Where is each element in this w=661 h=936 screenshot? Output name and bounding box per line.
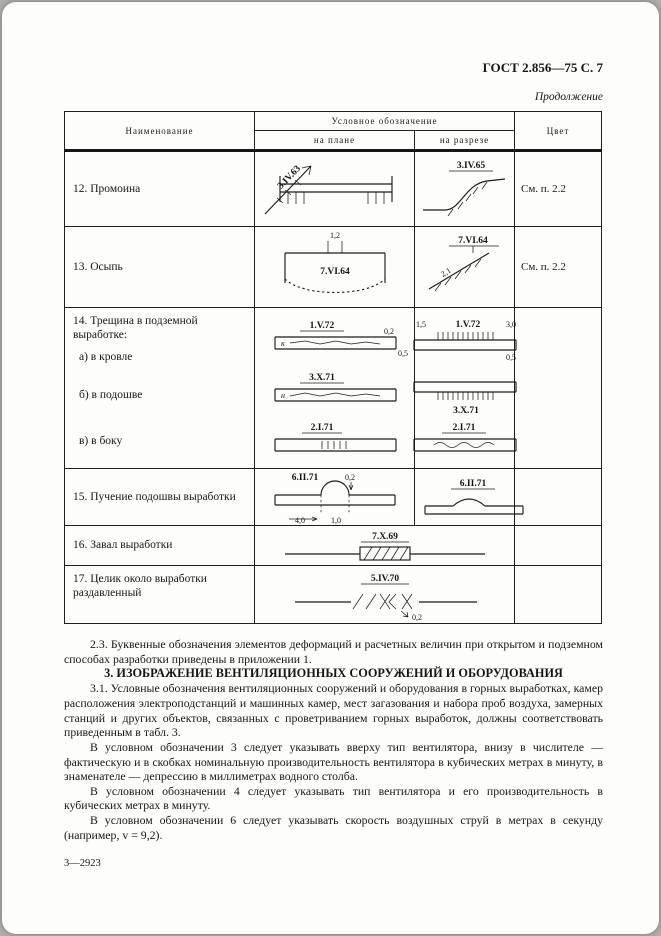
table-row-collapse: 16. Завал выработки 7.X.69 (64, 525, 602, 566)
heaving-plan-symbol: 6.II.71 0,2 4,0 1,0 (274, 473, 396, 525)
row-name: 14. Трещина в подземной выработке: (73, 315, 198, 342)
symbol-date-label: 6.II.71 (292, 473, 319, 483)
dimension-label: 1,0 (331, 516, 341, 525)
washout-section-cell: 3.IV.65 (414, 150, 515, 227)
symbols-table: Наименование Условное обозначение Цвет н… (64, 111, 602, 624)
dimension-label: 0,5 (398, 349, 408, 358)
dimension-label: 3,0 (506, 320, 516, 329)
symbol-date-label: 1.V.72 (455, 320, 480, 330)
dimension-label: 1,2 (330, 231, 340, 240)
crushed-pillar-symbol-cell: 5.IV.70 0,2 (254, 565, 515, 624)
body-text: 2.3. Буквенные обозначения элементов деф… (64, 637, 603, 842)
dimension-label: 4,0 (295, 516, 305, 525)
paragraph-2-3: 2.3. Буквенные обозначения элементов деф… (64, 637, 603, 666)
symbol-date-label: 7.X.69 (372, 532, 398, 542)
color-ref-empty (514, 307, 602, 469)
gost-number-header: ГОСТ 2.856—75 С. 7 (482, 60, 603, 75)
dimension-label: 0,2 (345, 473, 355, 482)
crack-letter: н (281, 391, 285, 400)
crack-letter: к (281, 339, 285, 348)
symbol-date-label: 3.X.71 (453, 406, 479, 416)
color-ref: См. п. 2.2 (514, 226, 602, 308)
sub-name-side: в) в боку (79, 435, 123, 447)
washout-plan-symbol: 3.IV.63 (264, 164, 393, 215)
talus-section-cell: 7.VI.64 2,1 (414, 226, 515, 308)
talus-plan-symbol: 1,2 7.VI.64 (284, 231, 386, 293)
dimension-label: 0,5 (506, 353, 516, 362)
row-name: 13. Осыпь (64, 226, 255, 308)
crack-roof-section-symbol: 1,5 1.V.72 3,0 0,5 (412, 320, 517, 362)
table-header-row-1: Наименование Условное обозначение Цвет (64, 111, 602, 152)
dimension-label: 0,2 (412, 613, 422, 621)
washout-plan-cell: 3.IV.63 (254, 150, 415, 227)
symbol-date-label: 7.VI.64 (458, 236, 488, 246)
crack-plan-cell: 1.V.72 к 0,2 0,5 3.X.71 (254, 307, 415, 469)
table-row-crushed-pillar: 17. Целик около выработки раздавленный 5… (64, 565, 602, 624)
crack-side-section-symbol: 2.I.71 (412, 423, 517, 452)
heaving-section-symbol: 6.II.71 (424, 479, 524, 515)
row-name: 16. Завал выработки (64, 525, 255, 566)
dimension-label: 2,1 (439, 266, 452, 279)
page-content: ГОСТ 2.856—75 С. 7 Продолжение Наименова… (64, 60, 603, 842)
table-row-talus: 13. Осыпь 1,2 7.VI.64 7.VI.64 (64, 226, 602, 308)
table-row-heaving: 15. Пучение подошвы выработки 6.II.71 0,… (64, 468, 602, 526)
table-header-row-2: на плане на разрезе (65, 130, 602, 152)
row-name-group: 14. Трещина в подземной выработке: а) в … (64, 307, 255, 469)
print-order-number: 3—2923 (64, 858, 101, 869)
col-header-plan: на плане (254, 130, 415, 152)
heaving-section-cell: 6.II.71 (414, 468, 524, 526)
crack-side-plan-symbol: 2.I.71 (273, 423, 397, 452)
washout-section-symbol: 3.IV.65 (423, 161, 506, 217)
col-header-section: на разрезе (414, 130, 515, 152)
collapse-symbol: 7.X.69 (285, 532, 485, 561)
paragraph-3-1: 3.1. Условные обозначения вентиляционных… (64, 681, 603, 740)
symbol-date-label: 2.I.71 (310, 423, 333, 433)
paragraph-3-note-a: В условном обозначении 3 следует указыва… (64, 739, 603, 784)
col-header-symbol: Условное обозначение (254, 111, 515, 131)
color-ref-empty (514, 468, 602, 526)
col-header-name: Наименование (64, 111, 255, 152)
paragraph-3-note-c: В условном обозначении 6 следует указыва… (64, 813, 603, 842)
sub-name-floor: б) в подошве (79, 389, 143, 401)
row-name: 15. Пучение подошвы выработки (64, 468, 255, 526)
symbol-date-label: 7.VI.64 (320, 267, 350, 277)
crack-section-cell: 1,5 1.V.72 3,0 0,5 3.X.71 (412, 307, 517, 469)
symbol-date-label: 3.X.71 (309, 373, 335, 383)
crack-section-stack: 1,5 1.V.72 3,0 0,5 3.X.71 (412, 314, 517, 466)
color-ref-empty (514, 565, 602, 624)
paragraph-3-note-b: В условном обозначении 4 следует указыва… (64, 783, 603, 813)
table-row-crack: 14. Трещина в подземной выработке: а) в … (64, 307, 602, 469)
symbol-date-label: 3.IV.65 (457, 161, 486, 171)
crushed-pillar-symbol: 5.IV.70 0,2 (295, 574, 477, 621)
symbol-date-label: 6.II.71 (460, 479, 487, 489)
row-name: 12. Промоина (64, 150, 255, 227)
crack-floor-section-symbol: 3.X.71 (412, 381, 517, 416)
table-row-washout: 12. Промоина 3.IV.63 3.IV.65 (64, 150, 602, 227)
symbol-date-label: 2.I.71 (452, 423, 475, 433)
crack-roof-plan-symbol: 1.V.72 к 0,2 0,5 (273, 321, 408, 358)
crack-plan-stack: 1.V.72 к 0,2 0,5 3.X.71 (255, 314, 414, 466)
talus-plan-cell: 1,2 7.VI.64 (254, 226, 415, 308)
color-ref: См. п. 2.2 (514, 150, 602, 227)
crack-name-stack: 14. Трещина в подземной выработке: а) в … (73, 314, 248, 464)
sub-name-roof: а) в кровле (79, 351, 133, 363)
collapse-symbol-cell: 7.X.69 (254, 525, 515, 566)
color-ref-empty (514, 525, 602, 566)
section-heading-3: 3. ИЗОБРАЖЕНИЕ ВЕНТИЛЯЦИОННЫХ СООРУЖЕНИЙ… (104, 666, 563, 681)
symbol-date-label: 1.V.72 (309, 321, 334, 331)
crack-floor-plan-symbol: 3.X.71 н (273, 373, 397, 402)
dimension-label: 0,2 (384, 327, 394, 336)
row-name: 17. Целик около выработки раздавленный (64, 565, 255, 624)
talus-section-symbol: 7.VI.64 2,1 (428, 236, 499, 292)
dimension-label: 1,5 (416, 320, 426, 329)
symbol-date-label: 5.IV.70 (371, 574, 400, 584)
col-header-color: Цвет (514, 111, 602, 152)
continuation-label: Продолжение (534, 91, 603, 103)
heaving-plan-cell: 6.II.71 0,2 4,0 1,0 (254, 468, 415, 526)
